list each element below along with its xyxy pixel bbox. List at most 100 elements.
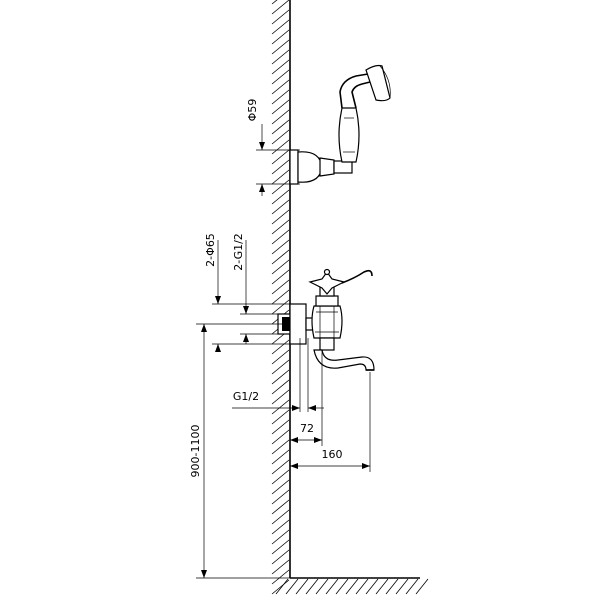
hatch-line [271,59,290,75]
hatch-line [271,269,290,285]
cross-handle [308,270,346,295]
wall-hatching [271,0,290,595]
hatch-line [271,499,290,515]
handshower-handle [338,107,360,163]
hatch-line [271,19,290,35]
hatch-line [271,379,290,395]
hatch-line [271,209,290,225]
hatch-line [375,578,389,595]
label-phi59: Φ59 [246,99,259,122]
hatch-line [271,439,290,455]
bracket-body [297,151,323,183]
hatch-line [271,9,290,25]
dimension-escutcheon: 2-Φ65 2-G1/2 [204,233,306,352]
hatch-line [271,129,290,145]
hatch-line [271,0,278,5]
hatch-line [285,578,299,595]
hatch-line [271,479,290,495]
hatch-line [295,578,309,595]
hatch-line [271,569,290,585]
hatch-line [271,39,290,55]
hatch-line [271,559,290,575]
bracket-holder [333,160,353,174]
hatch-line [271,449,290,465]
hatch-line [271,119,290,135]
dimension-160: 160 [290,372,371,472]
label-900-1100: 900-1100 [189,425,202,478]
handshower-head [365,64,391,102]
floor [275,577,429,595]
hatch-line [271,109,290,125]
hatch-line [271,49,290,65]
hatch-line [271,219,290,235]
wall-flange [289,303,307,345]
hatch-line [271,79,290,95]
label-160: 160 [322,448,343,461]
hatch-line [271,29,290,45]
hatch-line [385,578,399,595]
handshower-neck-inner [351,81,371,109]
hatch-line [271,489,290,505]
hatch-line [271,359,290,375]
hatch-line [271,369,290,385]
hatch-line [271,0,290,15]
hatch-line [271,99,290,115]
hatch-line [395,578,409,595]
bath-mixer-icon [277,268,373,351]
hatch-line [335,578,349,595]
hatch-line [325,578,339,595]
floor-hatching [275,578,429,595]
hatch-line [271,579,290,595]
hatch-line [271,419,290,435]
hatch-line [271,199,290,215]
hatch-line [271,229,290,245]
dimension-height: 900-1100 [189,323,290,579]
hatch-line [271,259,290,275]
hatch-line [271,549,290,565]
hatch-line [405,578,419,595]
handshower-icon [289,64,391,185]
mixer-body [311,305,343,339]
hatch-line [355,578,369,595]
hatch-line [271,89,290,105]
hatch-line [271,149,290,165]
label-72: 72 [300,422,314,435]
escutcheon-nut [282,317,290,331]
hatch-line [271,389,290,405]
diverter-lever [341,269,373,284]
hatch-line [271,299,290,315]
valve-bonnet [315,295,339,307]
spout-body [313,349,375,371]
hatch-line [271,459,290,475]
hatch-line [271,339,290,355]
hatch-line [271,539,290,555]
handle-cap [323,268,331,276]
hatch-line [271,249,290,265]
hatch-line [271,179,290,195]
hatch-line [271,409,290,425]
hatch-line [271,349,290,365]
hatch-line [271,529,290,545]
hatch-line [271,159,290,175]
bracket-plate [289,149,299,185]
hatch-line [271,509,290,525]
hatch-line [271,469,290,485]
hatch-line [345,578,359,595]
dimension-g12-bottom: G1/2 [232,338,324,412]
hatch-line [271,239,290,255]
hatch-line [271,429,290,445]
hatch-line [275,578,289,595]
hatch-line [271,519,290,535]
hatch-line [415,578,429,595]
hatch-line [315,578,329,595]
hatch-line [271,139,290,155]
hatch-line [271,399,290,415]
hatch-line [271,169,290,185]
dimension-72: 72 [290,350,323,446]
hatch-line [271,289,290,305]
wall [271,0,291,595]
hatch-line [305,578,319,595]
hatch-line [365,578,379,595]
spout-icon [313,349,375,371]
